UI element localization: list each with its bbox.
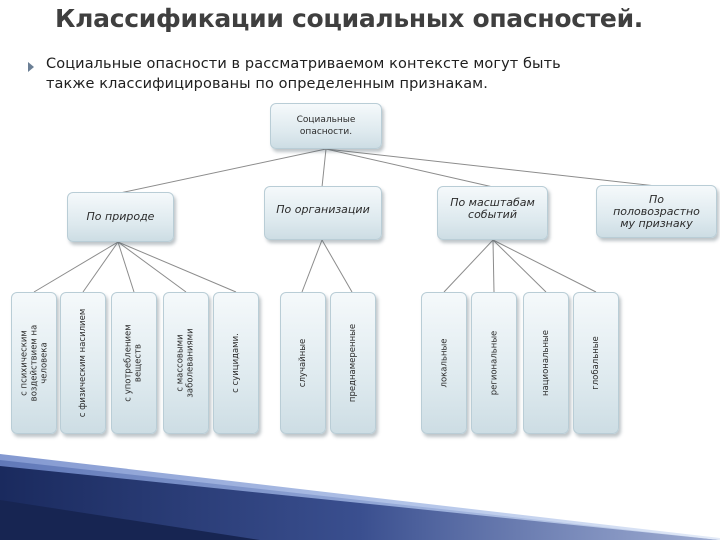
- connector-root-cat1: [119, 148, 327, 194]
- bullet-text-line-2: также классифицированы по определенным п…: [46, 76, 488, 92]
- connector-root-cat3: [325, 148, 494, 188]
- leaf-global-line-1: глобальные: [591, 336, 601, 390]
- leaf-intentional-line-1: преднамеренные: [348, 323, 358, 403]
- category-by-nature: По природе: [67, 192, 174, 242]
- connector-root-cat4: [325, 148, 657, 187]
- connector-cat1-leaf4: [117, 241, 187, 293]
- category-by-sex-age-line-1: По: [648, 192, 664, 206]
- leaf-suicide-line-1: с суицидами.: [231, 333, 242, 393]
- category-by-organization: По организации: [264, 186, 382, 240]
- connector-cat1-leaf3: [117, 241, 135, 293]
- leaf-accidental-text: случайные: [298, 339, 308, 387]
- leaf-mental-impact-line-2: воздействием на: [29, 324, 40, 402]
- connector-cat2-leaf6: [301, 239, 323, 293]
- leaf-regional: региональные: [471, 292, 517, 434]
- leaf-global-text: глобальные: [591, 336, 601, 390]
- category-by-scale-line-2: событий: [468, 208, 517, 221]
- connector-root-cat2: [321, 148, 327, 188]
- leaf-mass-disease: с массовыми заболеваниями: [163, 292, 209, 434]
- leaf-global: глобальные: [573, 292, 619, 434]
- connector-cat1-leaf2: [82, 241, 119, 293]
- leaf-suicide-text: с суицидами.: [231, 333, 241, 393]
- category-by-nature-label: По природе: [86, 210, 155, 223]
- connector-cat3-leaf10: [492, 239, 547, 293]
- leaf-local: локальные: [421, 292, 467, 434]
- root-node: Социальные опасности.: [270, 103, 382, 149]
- connector-cat3-leaf8: [443, 239, 494, 293]
- connector-cat1-leaf1: [33, 241, 119, 293]
- leaf-substance-use-line-1: с употреблением: [124, 324, 134, 402]
- connector-cat3-leaf9: [492, 239, 495, 293]
- leaf-regional-line-1: региональные: [489, 330, 499, 396]
- leaf-local-line-1: локальные: [439, 338, 450, 388]
- bullet-text: Социальные опасности в рассматриваемом к…: [46, 54, 696, 94]
- leaf-mass-disease-line-2: заболеваниями: [186, 328, 196, 398]
- slide-title: Классификации социальных опасностей.: [55, 4, 644, 33]
- category-by-organization-label: По организации: [276, 203, 370, 216]
- leaf-substance-use-text: с употреблением веществ: [124, 324, 144, 401]
- root-node-line-1: Социальные: [296, 115, 356, 125]
- leaf-suicide: с суицидами.: [213, 292, 259, 434]
- bullet-arrow-icon: [28, 62, 34, 72]
- bullet-text-line-1: Социальные опасности в рассматриваемом к…: [46, 56, 561, 72]
- category-by-sex-age: По половозрастно му признаку: [596, 185, 717, 238]
- leaf-mass-disease-text: с массовыми заболеваниями: [176, 328, 196, 397]
- leaf-physical-violence-line-1: с физическим насилием: [78, 308, 89, 418]
- root-node-line-2: опасности.: [299, 127, 353, 137]
- connector-cat1-leaf5: [117, 241, 237, 293]
- leaf-national-text: национальные: [541, 330, 551, 396]
- leaf-mental-impact-line-3: человека: [39, 342, 50, 384]
- leaf-mass-disease-line-1: с массовыми: [176, 334, 186, 392]
- footer-decorative-band: [0, 454, 720, 540]
- leaf-mental-impact-line-1: с психическим: [19, 330, 30, 396]
- leaf-intentional-text: преднамеренные: [348, 324, 358, 402]
- leaf-national-line-1: национальные: [541, 330, 552, 396]
- leaf-regional-text: региональные: [489, 331, 499, 396]
- category-by-sex-age-line-3: му признаку: [620, 216, 693, 230]
- leaf-accidental: случайные: [280, 292, 326, 434]
- leaf-national: национальные: [523, 292, 569, 434]
- leaf-accidental-line-1: случайные: [298, 338, 309, 388]
- leaf-mental-impact: с психическим воздействием на человека: [11, 292, 57, 434]
- leaf-local-text: локальные: [439, 339, 449, 388]
- leaf-substance-use-line-2: веществ: [134, 343, 144, 383]
- category-by-scale: По масштабам событий: [437, 186, 548, 240]
- leaf-physical-violence: с физическим насилием: [60, 292, 106, 434]
- category-by-scale-line-1: По масштабам: [450, 196, 535, 209]
- category-by-sex-age-line-2: половозрастно: [613, 204, 700, 218]
- leaf-mental-impact-text: с психическим воздействием на человека: [19, 325, 49, 402]
- connector-cat2-leaf7: [321, 239, 353, 293]
- leaf-substance-use: с употреблением веществ: [111, 292, 157, 434]
- leaf-intentional: преднамеренные: [330, 292, 376, 434]
- leaf-physical-violence-text: с физическим насилием: [78, 309, 88, 417]
- connector-cat3-leaf11: [492, 239, 597, 293]
